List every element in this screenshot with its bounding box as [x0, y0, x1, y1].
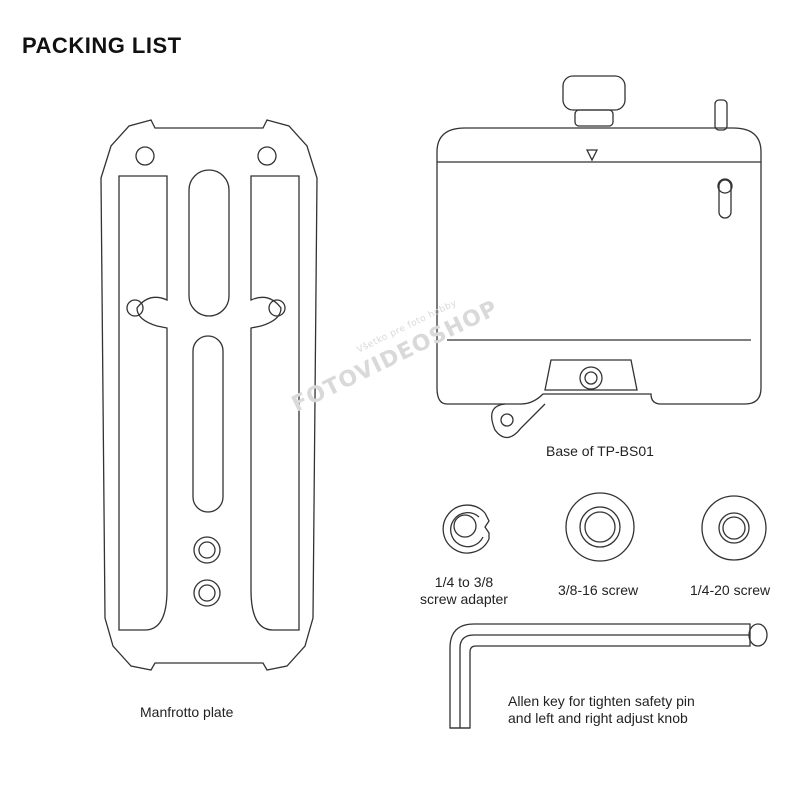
screw-38-label: 3/8-16 screw — [558, 582, 639, 598]
base-label: Base of TP-BS01 — [546, 443, 654, 459]
screw-38-drawing — [565, 492, 635, 562]
manfrotto-plate-drawing — [100, 119, 318, 671]
screw-14-drawing — [701, 495, 767, 561]
allen-key-label: Allen key for tighten safety pin and lef… — [508, 693, 695, 727]
allen-key-drawing — [449, 623, 768, 729]
adapter-label: 1/4 to 3/8 screw adapter — [410, 574, 518, 608]
adapter-label-line2: screw adapter — [420, 591, 508, 607]
base-drawing — [436, 75, 762, 439]
manfrotto-plate-label: Manfrotto plate — [140, 704, 234, 720]
adapter-label-line1: 1/4 to 3/8 — [434, 574, 494, 590]
allen-key-label-line2: and left and right adjust knob — [508, 710, 688, 726]
adapter-drawing — [442, 504, 490, 554]
page-title: PACKING LIST — [22, 33, 182, 58]
screw-14-label: 1/4-20 screw — [690, 582, 771, 598]
allen-key-label-line1: Allen key for tighten safety pin — [508, 693, 695, 709]
